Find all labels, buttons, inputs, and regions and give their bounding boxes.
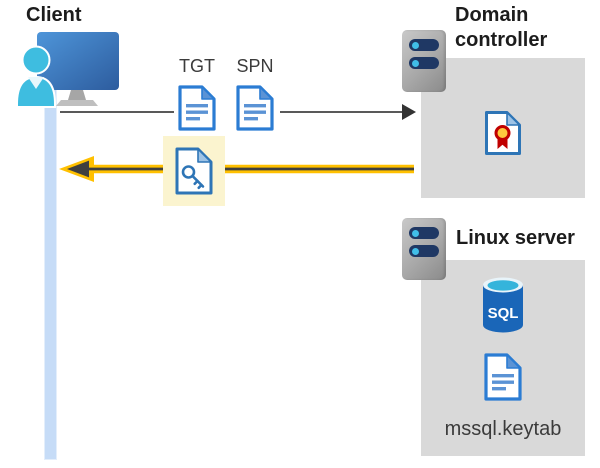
client-label: Client <box>26 4 82 26</box>
request-arrow-line-left <box>60 111 174 113</box>
linux-server-label: Linux server <box>456 227 575 249</box>
key-document-icon <box>174 146 214 196</box>
return-arrow <box>58 155 414 183</box>
domain-controller-label: Domain controller <box>455 4 548 51</box>
linux-server-server-icon <box>402 218 446 280</box>
keytab-filename-label: mssql.keytab <box>444 418 562 440</box>
person-icon <box>16 45 56 108</box>
tgt-document-icon <box>177 84 217 132</box>
client-lifeline <box>44 88 57 460</box>
client-icon <box>15 28 120 108</box>
spn-label: SPN <box>236 56 274 76</box>
request-arrowhead <box>402 104 416 120</box>
certificate-icon <box>484 110 522 156</box>
tgt-label: TGT <box>179 56 215 76</box>
sql-text: SQL <box>488 305 519 322</box>
key-icon <box>181 165 205 190</box>
sql-database-icon: SQL <box>480 276 526 334</box>
domain-controller-server-icon <box>402 30 446 92</box>
monitor-icon <box>37 32 119 90</box>
spn-document-icon <box>235 84 275 132</box>
request-arrow-line-right <box>280 111 404 113</box>
keytab-document-icon <box>483 352 523 402</box>
